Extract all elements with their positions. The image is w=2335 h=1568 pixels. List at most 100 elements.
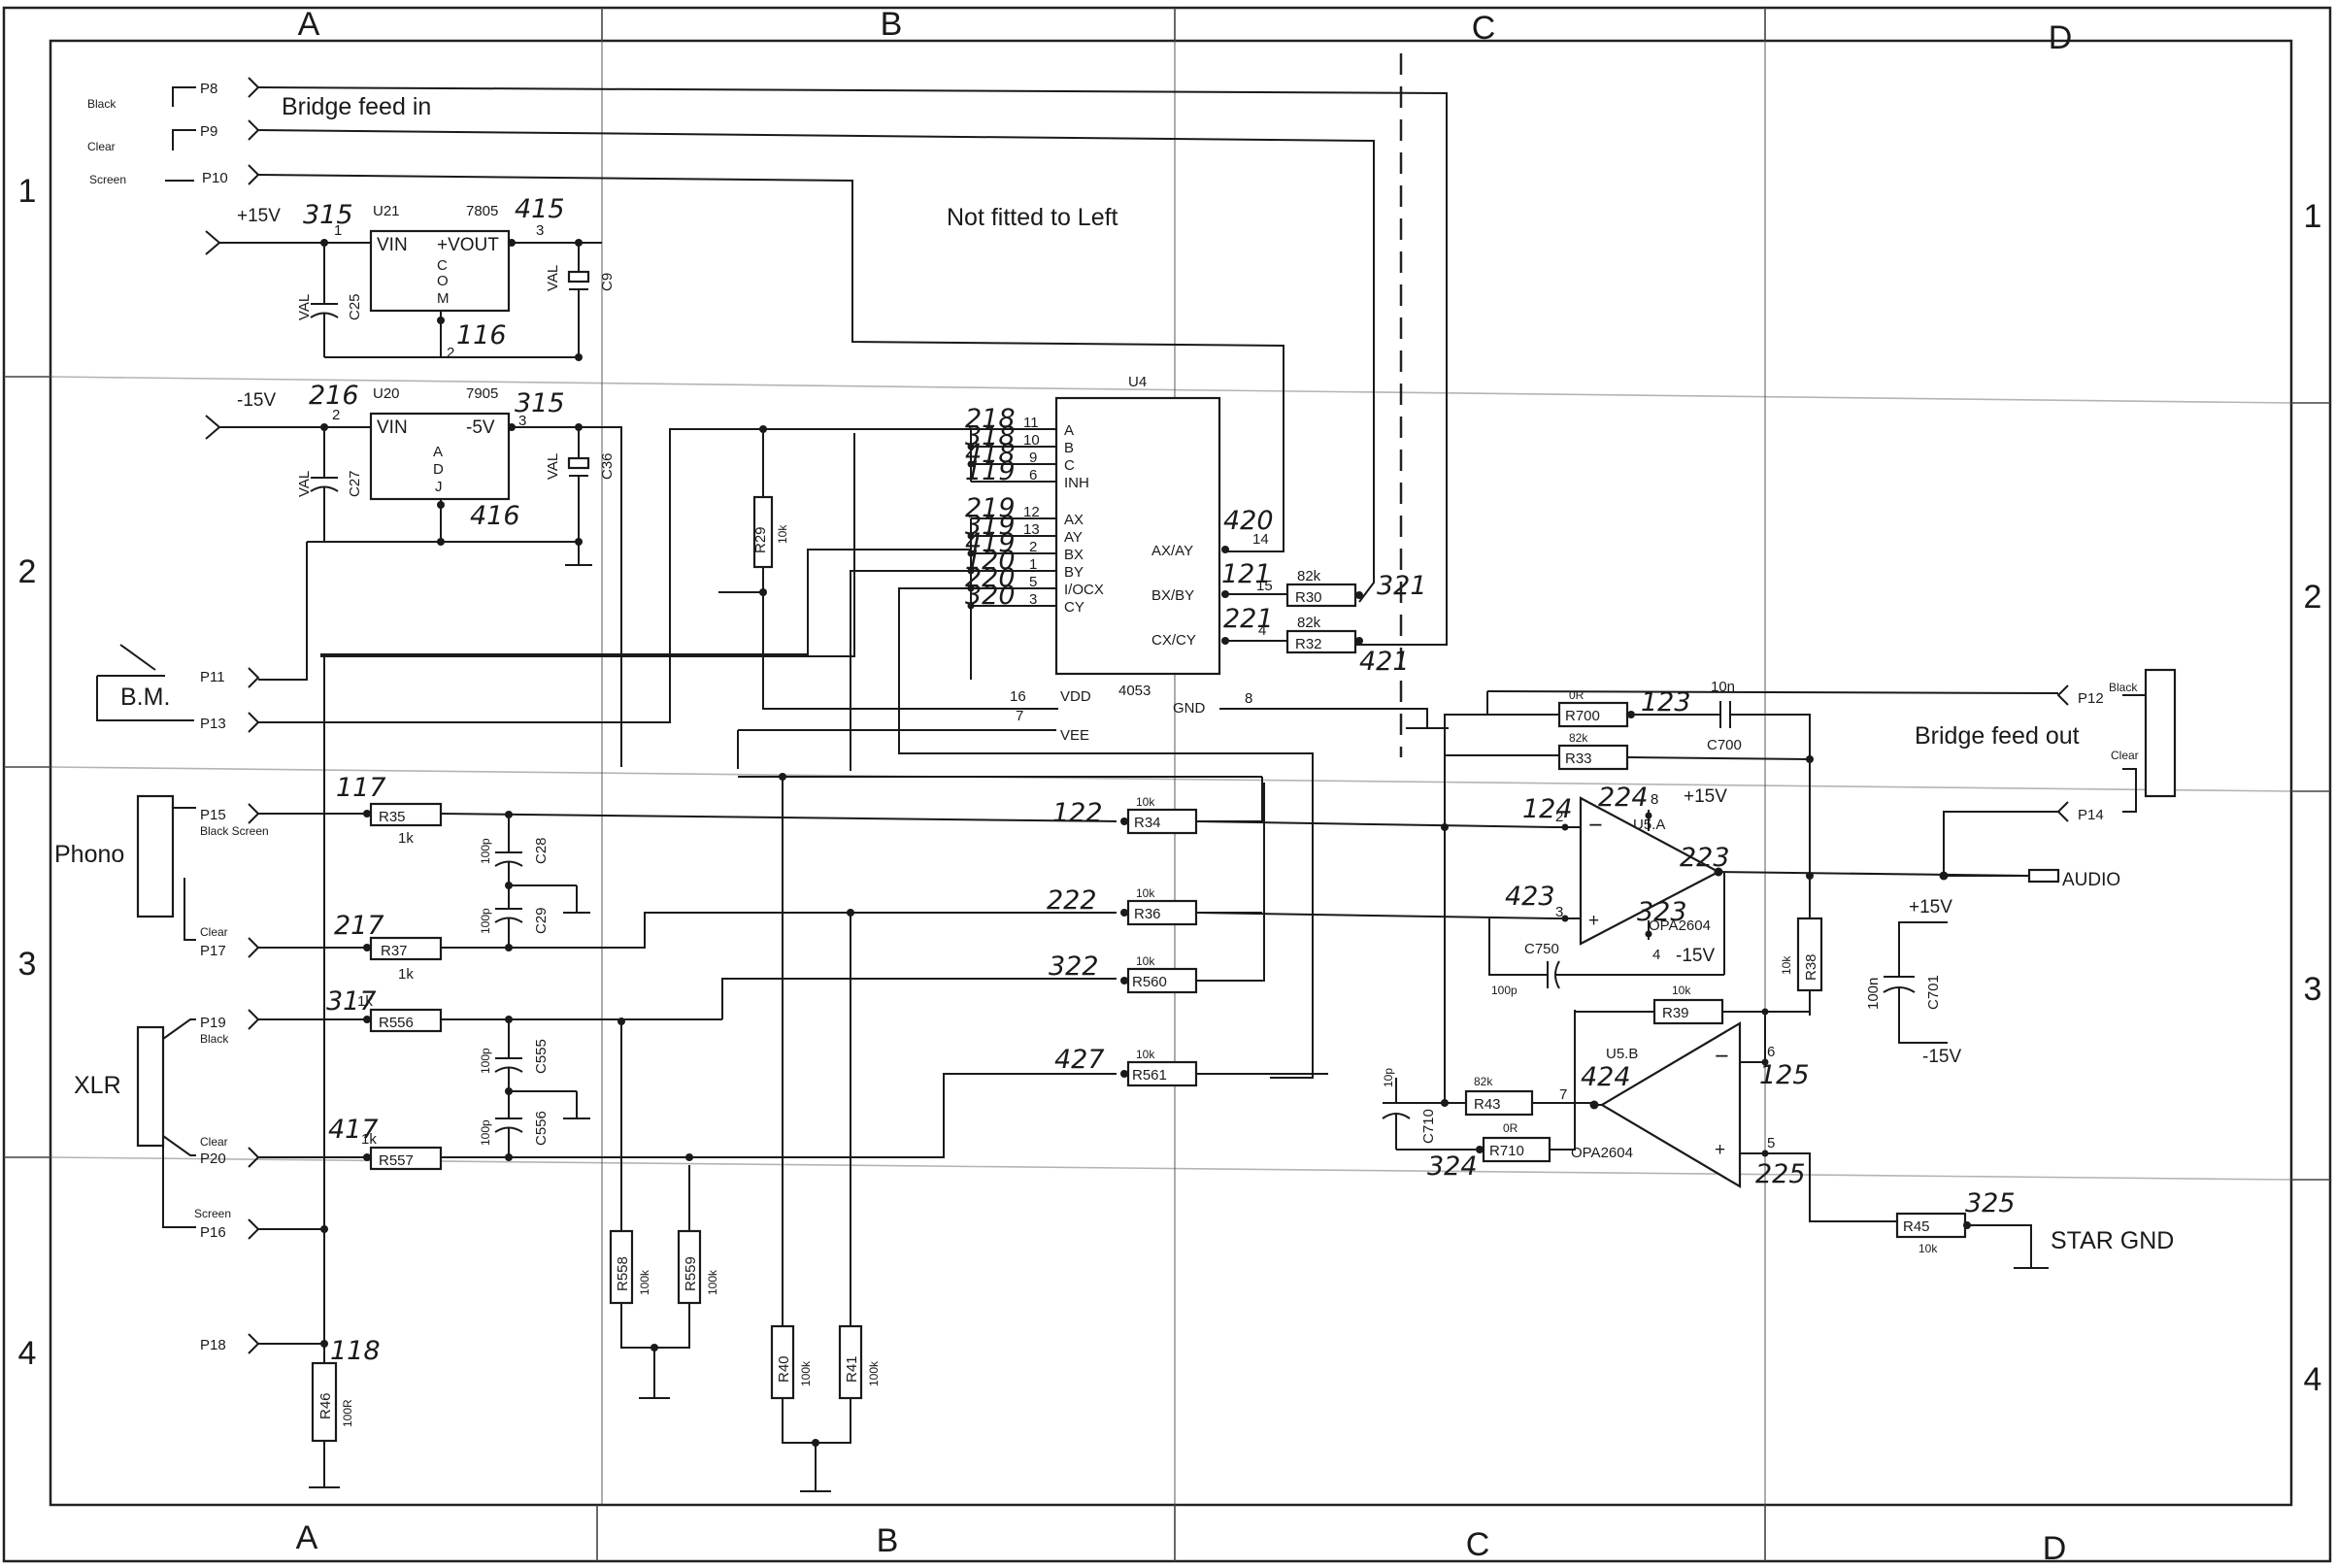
r39-ref: R39 — [1662, 1005, 1689, 1021]
bias-resistors: R558 100k R559 100k R40 100k R41 100k — [609, 773, 881, 1492]
screen-label-p16: Screen — [194, 1207, 231, 1220]
r556-ref: R556 — [379, 1015, 414, 1031]
r41-ref: R41 — [844, 1355, 860, 1383]
clear-label-p14: Clear — [2111, 749, 2139, 762]
hw-415: 415 — [515, 194, 565, 224]
u20-ref: U20 — [373, 385, 400, 402]
zone-row-1-left: 1 — [18, 173, 37, 210]
svg-text:1: 1 — [1029, 556, 1037, 573]
svg-text:124: 124 — [1522, 794, 1573, 824]
black-screen-label: Black Screen — [200, 824, 269, 838]
input-filters: 117 R35 1k 217 R37 1k 317 1k R556 417 1k… — [326, 773, 1117, 1171]
svg-text:4: 4 — [1652, 947, 1660, 963]
svg-text:10: 10 — [1023, 432, 1040, 449]
star-ground: R45 10k 325 STAR GND — [1895, 1188, 2174, 1269]
p19-label: P19 — [200, 1015, 226, 1031]
r37-val: 1k — [398, 966, 414, 983]
pin-b: B — [1064, 440, 1074, 456]
r561-ref: R561 — [1132, 1067, 1167, 1084]
not-fitted-label: Not fitted to Left — [947, 204, 1118, 231]
r46-ref: R46 — [317, 1392, 334, 1419]
pin-vee: VEE — [1060, 727, 1089, 744]
pin-ax: AX — [1064, 512, 1084, 528]
hw-315a: 315 — [303, 200, 353, 230]
c25-val: VAL — [296, 294, 313, 320]
svg-text:2: 2 — [1555, 809, 1563, 825]
r43-val: 82k — [1474, 1075, 1493, 1088]
svg-text:1: 1 — [334, 222, 342, 239]
r30-val: 82k — [1297, 568, 1321, 584]
mux-ref: U4 — [1128, 374, 1147, 390]
c29-val: 100p — [479, 908, 492, 934]
svg-text:O: O — [437, 273, 449, 289]
minus15-label: -15V — [237, 390, 276, 411]
zone-col-b-bottom: B — [877, 1522, 899, 1559]
zone-row-2-left: 2 — [18, 553, 37, 590]
c36-val: VAL — [545, 453, 561, 480]
p16-label: P16 — [200, 1224, 226, 1241]
svg-text:220: 220 — [965, 563, 1016, 593]
r36-val: 10k — [1136, 886, 1155, 900]
r39-val: 10k — [1672, 984, 1691, 997]
c750-val: 100p — [1491, 984, 1518, 997]
svg-text:419: 419 — [965, 528, 1016, 558]
svg-text:417: 417 — [328, 1115, 379, 1145]
svg-text:13: 13 — [1023, 521, 1040, 538]
svg-text:224: 224 — [1598, 783, 1649, 813]
plus15-label: +15V — [237, 206, 281, 226]
svg-text:11: 11 — [1023, 415, 1039, 431]
svg-text:320: 320 — [965, 581, 1016, 611]
p9-label: P9 — [200, 123, 217, 140]
p13-label: P13 — [200, 716, 226, 732]
hw-416: 416 — [470, 501, 520, 531]
svg-text:12: 12 — [1023, 504, 1040, 520]
u5b-ref: U5.B — [1606, 1046, 1638, 1062]
phono-label: Phono — [54, 841, 124, 868]
p12-label: P12 — [2078, 690, 2104, 707]
r36-ref: R36 — [1134, 906, 1161, 922]
screen-label: Screen — [89, 173, 126, 186]
hw-116: 116 — [456, 320, 507, 350]
c710-val: 10p — [1382, 1068, 1395, 1087]
svg-text:14: 14 — [1252, 531, 1269, 548]
svg-text:117: 117 — [336, 773, 386, 803]
c28-val: 100p — [479, 838, 492, 864]
u21-part: 7805 — [466, 203, 498, 219]
c555-val: 100p — [479, 1048, 492, 1074]
svg-text:+: + — [1715, 1140, 1725, 1160]
zone-labels: A B C D A B C D 1 2 3 4 1 2 3 4 — [18, 6, 2322, 1567]
pin-a: A — [1064, 422, 1074, 439]
zone-col-d-bottom: D — [2043, 1530, 2067, 1567]
svg-text:122: 122 — [1052, 798, 1103, 828]
black-label: Black — [87, 97, 117, 111]
u5a-vminus: -15V — [1676, 946, 1715, 966]
c28-ref: C28 — [533, 837, 550, 864]
p20-label: P20 — [200, 1151, 226, 1167]
p18-label: P18 — [200, 1337, 226, 1353]
svg-text:324: 324 — [1427, 1151, 1478, 1182]
p14-label: P14 — [2078, 807, 2104, 823]
pin-bx: BX — [1064, 547, 1084, 563]
r32-ref: R32 — [1295, 636, 1322, 652]
svg-text:219: 219 — [965, 493, 1016, 523]
zone-col-d-top: D — [2049, 19, 2073, 56]
r34-ref: R34 — [1134, 815, 1161, 831]
zone-col-c-top: C — [1472, 10, 1496, 47]
u21-vin: VIN — [377, 235, 408, 255]
svg-text:5: 5 — [1029, 574, 1037, 590]
u5a-part: OPA2604 — [1649, 917, 1711, 934]
u21-ref: U21 — [373, 203, 400, 219]
pin-cy: CY — [1064, 599, 1084, 616]
pin-by: BY — [1064, 564, 1084, 581]
mux-left-pins: A B C INH AX AY BX BY I/OCX CY 11 10 9 6… — [965, 404, 1104, 680]
svg-text:125: 125 — [1759, 1060, 1810, 1090]
zone-row-3-left: 3 — [18, 946, 37, 983]
r33-val: 82k — [1569, 731, 1588, 745]
rail-plus15: +15V — [1909, 897, 1952, 917]
svg-text:217: 217 — [334, 911, 384, 941]
u5a-body — [1579, 796, 1721, 946]
c701-val: 100n — [1865, 978, 1882, 1010]
zone-frame — [2, 6, 2332, 1563]
r32-val: 82k — [1297, 615, 1321, 631]
minus5-label: -5V — [466, 417, 495, 438]
